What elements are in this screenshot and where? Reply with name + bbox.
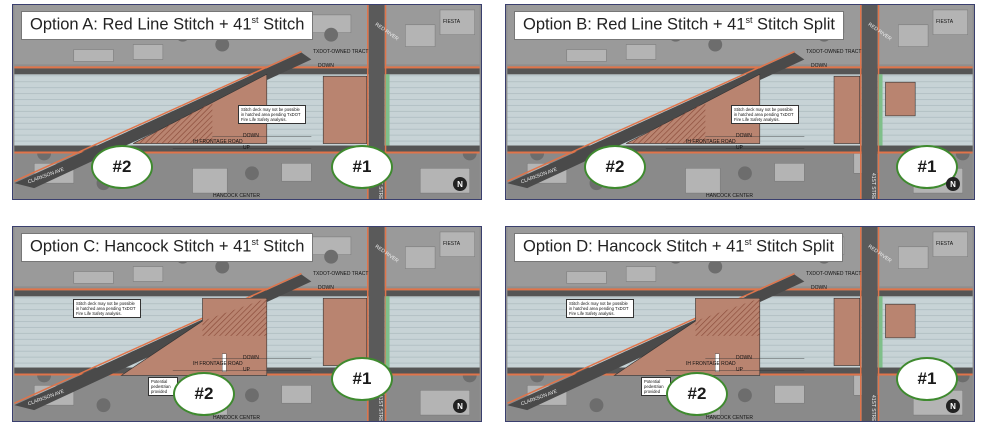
down-label-2: DOWN (243, 355, 259, 361)
option-title: Option A: Red Line Stitch + 41st Stitch (21, 11, 314, 40)
up-label: UP (736, 367, 743, 373)
fire-safety-note: Stitch deck may not be possible in hatch… (73, 299, 141, 318)
badge-2: #2 (91, 145, 153, 189)
option-panel-a: Option A: Red Line Stitch + 41st Stitch … (12, 4, 482, 200)
badge-1: #1 (896, 145, 958, 189)
option-title: Option C: Hancock Stitch + 41st Stitch (21, 233, 314, 262)
badge-2: #2 (584, 145, 646, 189)
down-label-2: DOWN (243, 133, 259, 139)
41st-street-label: 41ST STREET (377, 395, 383, 422)
north-arrow-icon: N (946, 399, 960, 413)
down-label: DOWN (811, 285, 827, 291)
north-arrow-icon: N (946, 177, 960, 191)
fiesta-label: FIESTA (936, 241, 954, 247)
option-panel-b: Option B: Red Line Stitch + 41st Stitch … (505, 4, 975, 200)
tract-label: TXDOT-OWNED TRACT (806, 271, 862, 277)
frontage-road-label: IH FRONTAGE ROAD (686, 139, 736, 145)
up-label: UP (243, 145, 250, 151)
option-title: Option D: Hancock Stitch + 41st Stitch S… (514, 233, 844, 262)
hancock-center-label: HANCOCK CENTER (706, 415, 753, 421)
north-arrow-icon: N (453, 177, 467, 191)
tract-label: TXDOT-OWNED TRACT (806, 49, 862, 55)
down-label-2: DOWN (736, 355, 752, 361)
41st-street-label: 41ST STREET (870, 395, 876, 422)
option-panel-d: Option D: Hancock Stitch + 41st Stitch S… (505, 226, 975, 422)
north-arrow-icon: N (453, 399, 467, 413)
hancock-center-label: HANCOCK CENTER (213, 415, 260, 421)
fire-safety-note: Stitch deck may not be possible in hatch… (731, 105, 799, 124)
badge-1: #1 (896, 357, 958, 401)
hancock-center-label: HANCOCK CENTER (213, 193, 260, 199)
badge-1: #1 (331, 357, 393, 401)
tract-label: TXDOT-OWNED TRACT (313, 49, 369, 55)
fire-safety-note: Stitch deck may not be possible in hatch… (238, 105, 306, 124)
down-label: DOWN (811, 63, 827, 69)
down-label-2: DOWN (736, 133, 752, 139)
up-label: UP (243, 367, 250, 373)
up-label: UP (736, 145, 743, 151)
fiesta-label: FIESTA (443, 19, 461, 25)
frontage-road-label: IH FRONTAGE ROAD (193, 139, 243, 145)
fiesta-label: FIESTA (443, 241, 461, 247)
frontage-road-label: IH FRONTAGE ROAD (686, 361, 736, 367)
badge-2: #2 (666, 372, 728, 416)
option-panel-c: Option C: Hancock Stitch + 41st Stitch T… (12, 226, 482, 422)
pedestrian-note: Potential pedestrian provided (641, 377, 671, 396)
badge-1: #1 (331, 145, 393, 189)
option-title: Option B: Red Line Stitch + 41st Stitch … (514, 11, 844, 40)
41st-street-label: 41ST STREET (870, 173, 876, 200)
tract-label: TXDOT-OWNED TRACT (313, 271, 369, 277)
down-label: DOWN (318, 63, 334, 69)
frontage-road-label: IH FRONTAGE ROAD (193, 361, 243, 367)
hancock-center-label: HANCOCK CENTER (706, 193, 753, 199)
down-label: DOWN (318, 285, 334, 291)
fiesta-label: FIESTA (936, 19, 954, 25)
badge-2: #2 (173, 372, 235, 416)
fire-safety-note: Stitch deck may not be possible in hatch… (566, 299, 634, 318)
